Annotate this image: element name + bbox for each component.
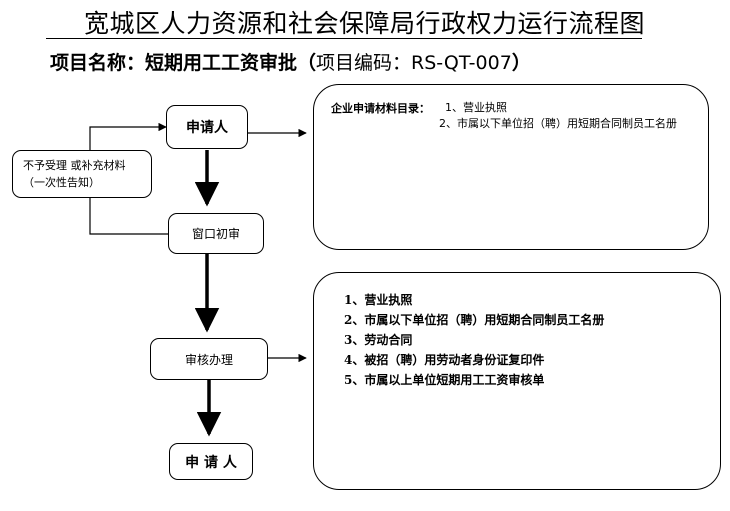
materials-item-2: 2、市属以下单位招（聘）用短期合同制员工名册: [439, 117, 677, 130]
loop-window-to-reject: [89, 198, 168, 235]
review-item-4: 4、被招（聘）用劳动者身份证复印件: [344, 353, 545, 367]
materials-item-1: 1、营业执照: [445, 101, 507, 114]
applicant-top-box: 申请人: [166, 105, 248, 149]
project-code: 项目编码：RS-QT-007: [316, 52, 512, 74]
title-underline: [46, 38, 642, 39]
project-subtitle: 项目名称：短期用工工资审批（项目编码：RS-QT-007）: [50, 48, 531, 75]
review-item-1: 1、营业执照: [344, 293, 413, 307]
review-box: 审核办理: [150, 338, 268, 380]
review-item-3: 3、劳动合同: [344, 333, 413, 347]
window-check-label: 窗口初审: [191, 227, 240, 241]
loop-reject-to-applicant: [89, 122, 167, 150]
applicant-bottom-box: 申 请 人: [169, 443, 253, 480]
applicant-top-label: 申请人: [186, 120, 228, 136]
project-name-label: 项目名称：: [50, 52, 146, 74]
applicant-bottom-label: 申 请 人: [185, 454, 237, 471]
review-items-list: 1、营业执照 2、市属以下单位招（聘）用短期合同制员工名册 3、劳动合同 4、被…: [344, 290, 604, 390]
reject-box: 不予受理 或补充材料 （一次性告知）: [12, 150, 152, 198]
review-label: 审核办理: [184, 352, 233, 367]
review-item-5: 5、市属以上单位短期用工工资审核单: [344, 373, 545, 387]
open-paren: （: [297, 52, 317, 74]
project-name: 短期用工工资审批: [145, 52, 298, 74]
reject-line1: 不予受理 或补充材料: [23, 159, 126, 172]
materials-panel: 企业申请材料目录： 1、营业执照 2、市属以下单位招（聘）用短期合同制员工名册: [313, 84, 709, 250]
review-panel: 1、营业执照 2、市属以下单位招（聘）用短期合同制员工名册 3、劳动合同 4、被…: [313, 272, 721, 490]
review-item-2: 2、市属以下单位招（聘）用短期合同制员工名册: [344, 313, 605, 327]
materials-heading: 企业申请材料目录：: [331, 102, 430, 115]
window-check-box: 窗口初审: [168, 213, 264, 254]
reject-line2: （一次性告知）: [23, 176, 100, 189]
close-paren: ）: [511, 52, 531, 74]
page-title: 宽城区人力资源和社会保障局行政权力运行流程图: [84, 9, 646, 38]
